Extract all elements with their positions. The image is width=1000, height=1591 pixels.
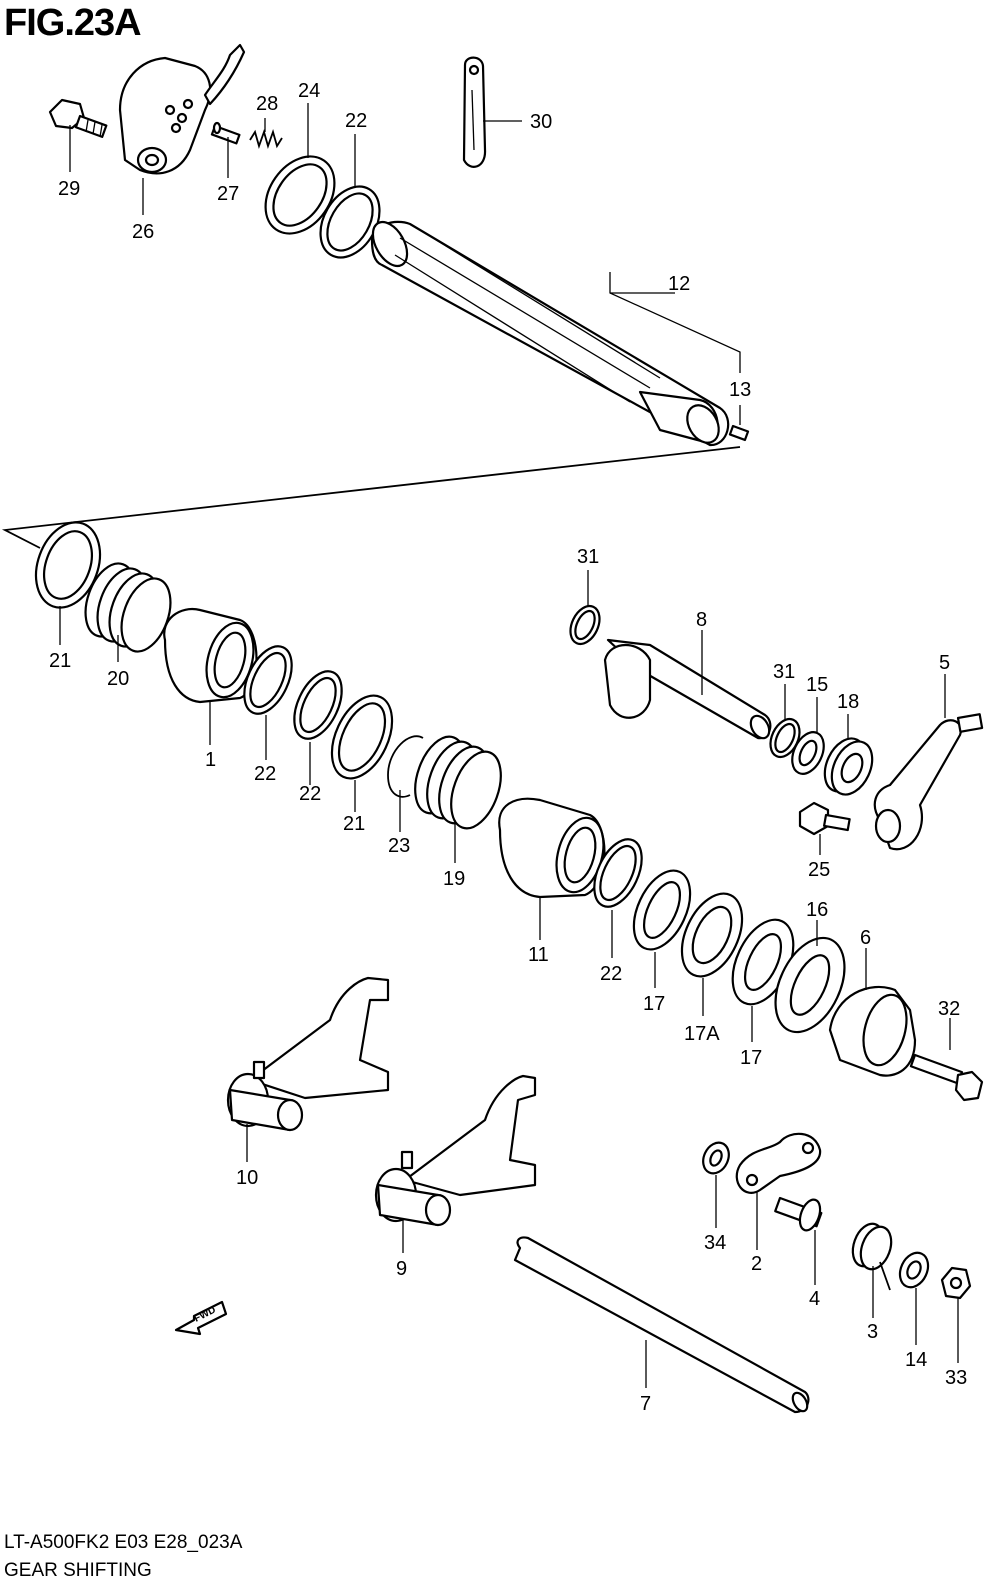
part-10-shift-fork[interactable] bbox=[226, 976, 390, 1132]
figure-name: GEAR SHIFTING bbox=[4, 1560, 152, 1581]
part-18-oil-seal[interactable] bbox=[817, 732, 880, 801]
part-28-spring[interactable] bbox=[249, 129, 283, 149]
callout-23: 23 bbox=[388, 835, 410, 857]
callout-22-a: 22 bbox=[254, 763, 276, 785]
fwd-arrow-icon: FWD bbox=[174, 1300, 228, 1336]
callout-9: 9 bbox=[396, 1258, 407, 1280]
part-5-shift-cam-stopper[interactable] bbox=[873, 713, 984, 851]
part-13-pin[interactable] bbox=[728, 424, 750, 442]
callout-31-b: 31 bbox=[773, 661, 795, 683]
part-17-washer-a[interactable] bbox=[622, 862, 701, 958]
callout-26: 26 bbox=[132, 221, 154, 243]
part-22-circlip-c[interactable] bbox=[585, 832, 652, 914]
part-19-spring[interactable] bbox=[406, 730, 511, 835]
part-20-spring[interactable] bbox=[76, 557, 179, 658]
callout-32: 32 bbox=[938, 998, 960, 1020]
part-21-washer-left[interactable] bbox=[25, 513, 111, 616]
part-32-bolt[interactable] bbox=[909, 1053, 984, 1102]
part-31-snap-ring-top[interactable] bbox=[565, 601, 605, 648]
part-17A-thrust-bearing[interactable] bbox=[670, 884, 754, 986]
figure-title: FIG.23A bbox=[4, 2, 142, 44]
callout-13: 13 bbox=[729, 379, 751, 401]
callout-11: 11 bbox=[528, 944, 549, 966]
callout-21-left: 21 bbox=[49, 650, 71, 672]
part-29-bolt[interactable] bbox=[48, 98, 108, 138]
part-22-circlip-a[interactable] bbox=[235, 639, 302, 721]
leader-lines bbox=[59, 103, 959, 1388]
callout-15: 15 bbox=[806, 674, 828, 696]
callout-16: 16 bbox=[806, 899, 828, 921]
callout-22-c: 22 bbox=[600, 963, 622, 985]
callout-29: 29 bbox=[58, 178, 80, 200]
callout-3: 3 bbox=[867, 1321, 878, 1343]
callout-14: 14 bbox=[905, 1349, 927, 1371]
callout-6: 6 bbox=[860, 927, 871, 949]
part-30-stopper-plate[interactable] bbox=[462, 56, 487, 168]
part-26-gear-position-switch[interactable] bbox=[118, 43, 246, 175]
part-9-shift-fork[interactable] bbox=[374, 1074, 537, 1227]
callout-33: 33 bbox=[945, 1367, 967, 1389]
part-1-sleeve[interactable] bbox=[163, 607, 261, 704]
callout-31-top: 31 bbox=[577, 546, 599, 568]
callout-24: 24 bbox=[298, 80, 320, 102]
callout-27: 27 bbox=[217, 183, 239, 205]
callout-8: 8 bbox=[696, 609, 707, 631]
part-3-spring[interactable] bbox=[847, 1220, 896, 1291]
callout-7: 7 bbox=[640, 1393, 651, 1415]
callout-34: 34 bbox=[704, 1232, 726, 1254]
callout-12: 12 bbox=[668, 273, 690, 295]
part-34-washer[interactable] bbox=[698, 1138, 733, 1177]
callout-5: 5 bbox=[939, 652, 950, 674]
part-7-fork-shaft[interactable] bbox=[513, 1236, 810, 1414]
part-21-washer-mid[interactable] bbox=[320, 686, 404, 788]
callout-1: 1 bbox=[205, 749, 216, 771]
part-33-nut[interactable] bbox=[940, 1266, 972, 1300]
part-12-gearshift-cam[interactable] bbox=[366, 216, 730, 448]
callout-25: 25 bbox=[808, 859, 830, 881]
callout-30: 30 bbox=[530, 111, 552, 133]
callout-21-mid: 21 bbox=[343, 813, 365, 835]
part-24-o-ring[interactable] bbox=[251, 143, 348, 246]
callout-19: 19 bbox=[443, 868, 465, 890]
callout-10: 10 bbox=[236, 1167, 258, 1189]
callout-22-b: 22 bbox=[299, 783, 321, 805]
part-6-cam-driven-gear[interactable] bbox=[828, 985, 917, 1077]
callout-4: 4 bbox=[809, 1288, 820, 1310]
callout-22-top: 22 bbox=[345, 110, 367, 132]
callout-18: 18 bbox=[837, 691, 859, 713]
part-27-pin[interactable] bbox=[210, 121, 241, 145]
part-15-washer[interactable] bbox=[786, 727, 830, 779]
part-8-gearshift-shaft[interactable] bbox=[603, 638, 773, 741]
callout-28: 28 bbox=[256, 93, 278, 115]
figure-code: LT-A500FK2 E03 E28_023A bbox=[4, 1532, 243, 1553]
part-22-circlip-b[interactable] bbox=[285, 664, 352, 746]
callout-17-a: 17 bbox=[643, 993, 665, 1015]
part-4-bolt[interactable] bbox=[774, 1196, 824, 1233]
callout-17-b: 17 bbox=[740, 1047, 762, 1069]
callout-labels: 29 26 27 28 24 22 30 12 13 21 20 1 22 22… bbox=[49, 80, 967, 1415]
assembly-guide-line bbox=[1, 446, 741, 549]
callout-20: 20 bbox=[107, 668, 129, 690]
callout-2: 2 bbox=[751, 1253, 762, 1275]
part-31-snap-ring-b[interactable] bbox=[765, 714, 805, 761]
part-14-washer[interactable] bbox=[895, 1248, 934, 1292]
part-25-bolt[interactable] bbox=[798, 801, 851, 836]
part-2-plate[interactable] bbox=[735, 1132, 822, 1194]
part-16-washer[interactable] bbox=[762, 927, 859, 1043]
callout-17A: 17A bbox=[684, 1023, 720, 1045]
